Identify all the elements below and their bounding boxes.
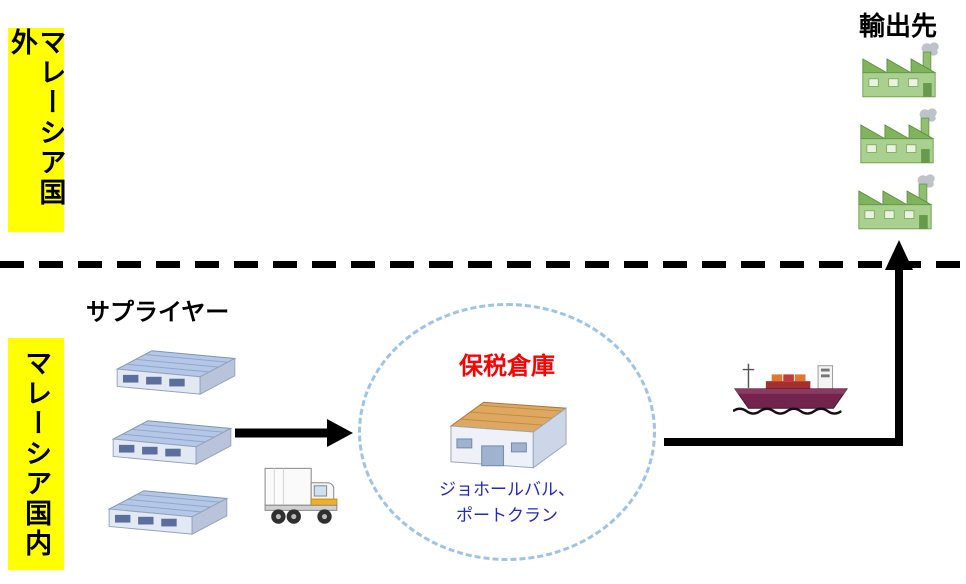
arrow-right-icon bbox=[235, 419, 353, 447]
bonded-warehouse-locations: ジョホールバル、 ポートクラン bbox=[358, 477, 656, 528]
location-line: ポートクラン bbox=[456, 505, 558, 525]
export-factory-icon bbox=[850, 172, 940, 234]
location-line: ジョホールバル、 bbox=[439, 480, 575, 499]
export-factory-icon bbox=[852, 106, 942, 168]
supplier-warehouse-icon bbox=[104, 484, 232, 538]
supplier-warehouse-icon bbox=[112, 344, 240, 398]
region-label-inside-malaysia: マレーシア国内 bbox=[8, 338, 64, 570]
bonded-warehouse-icon bbox=[446, 394, 570, 474]
arrow-up-export-icon bbox=[664, 240, 913, 446]
truck-icon bbox=[262, 458, 344, 532]
region-label-outside-malaysia: マレーシア国外 bbox=[7, 28, 65, 232]
export-factory-icon bbox=[854, 40, 944, 102]
export-destination-label: 輸出先 bbox=[858, 11, 937, 41]
customs-border-dashed-line bbox=[0, 261, 966, 268]
bonded-warehouse-title: 保税倉庫 bbox=[459, 353, 555, 380]
supplier-warehouse-icon bbox=[108, 414, 236, 468]
suppliers-label: サプライヤー bbox=[86, 299, 230, 326]
bonded-zone-dashed-circle bbox=[358, 303, 656, 561]
cargo-ship-icon bbox=[733, 353, 849, 419]
